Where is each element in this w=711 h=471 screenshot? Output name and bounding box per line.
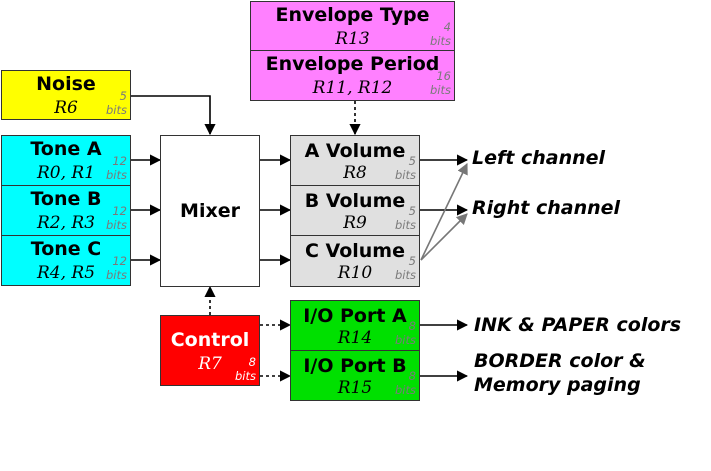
tone-c-name: Tone C	[30, 238, 102, 260]
mixer-name: Mixer	[180, 200, 240, 222]
tone-a-box: Tone A R0, R1 12 bits	[1, 135, 131, 186]
tone-a-bits-num: 12	[112, 154, 127, 168]
io-port-b-box: I/O Port B R15 8 bits	[290, 350, 420, 401]
noise-to-mixer-arrow	[131, 95, 216, 136]
io-port-b-bits-num: 8	[408, 369, 416, 383]
tone-c-box: Tone C R4, R5 12 bits	[1, 235, 131, 286]
border-color-label: BORDER color &	[474, 350, 646, 372]
envelope-period-box: Envelope Period R11, R12 16 bits	[250, 50, 455, 101]
control-name: Control	[170, 329, 250, 351]
mixer-box: Mixer	[160, 135, 260, 287]
tone-b-bits-unit: bits	[106, 218, 127, 232]
tone-b-bits-num: 12	[112, 204, 127, 218]
tone-c-bits-num: 12	[112, 254, 127, 268]
tone-b-name: Tone B	[30, 188, 102, 210]
envelope-type-box: Envelope Type R13 4 bits	[250, 1, 455, 51]
control-box: Control R7 8 bits	[160, 315, 260, 386]
envelope-period-name: Envelope Period	[265, 53, 440, 75]
tone-c-bits-unit: bits	[106, 268, 127, 282]
tone-a-bits-unit: bits	[106, 168, 127, 182]
tone-a-name: Tone A	[30, 138, 102, 160]
envelope-period-bits-num: 16	[436, 69, 451, 83]
io-port-b-bits-unit: bits	[395, 383, 416, 397]
control-bits-unit: bits	[235, 369, 256, 383]
volume-a-bits-num: 5	[408, 154, 416, 168]
envelope-period-bits-unit: bits	[430, 83, 451, 97]
envelope-type-name: Envelope Type	[275, 4, 430, 26]
volume-a-box: A Volume R8 5 bits	[290, 135, 420, 186]
volume-c-box: C Volume R10 5 bits	[290, 235, 420, 287]
volume-b-name: B Volume	[304, 190, 406, 212]
volume-a-name: A Volume	[304, 140, 406, 162]
volume-c-register: R10	[337, 263, 373, 283]
io-port-a-register: R14	[337, 328, 373, 348]
volume-b-register: R9	[343, 213, 367, 233]
io-port-b-register: R15	[337, 378, 373, 398]
ink-paper-colors-label: INK & PAPER colors	[474, 314, 682, 336]
noise-register: R6	[54, 98, 78, 118]
volume-c-to-left-arrow	[420, 162, 468, 261]
volume-b-bits-unit: bits	[395, 218, 416, 232]
volume-a-bits-unit: bits	[395, 168, 416, 182]
tone-c-register: R4, R5	[36, 263, 96, 283]
tone-b-register: R2, R3	[36, 213, 96, 233]
envelope-period-register: R11, R12	[312, 78, 393, 98]
noise-name: Noise	[36, 73, 96, 95]
volume-a-register: R8	[343, 163, 367, 183]
volume-c-name: C Volume	[304, 240, 405, 262]
volume-c-to-right-arrow	[420, 213, 468, 261]
io-port-a-box: I/O Port A R14 8 bits	[290, 300, 420, 351]
io-port-a-name: I/O Port A	[303, 305, 407, 327]
io-port-b-name: I/O Port B	[303, 355, 407, 377]
noise-bits-num: 5	[119, 89, 127, 103]
volume-b-bits-num: 5	[408, 204, 416, 218]
left-channel-label: Left channel	[472, 147, 606, 169]
noise-box: Noise R6 5 bits	[1, 70, 131, 120]
tone-b-box: Tone B R2, R3 12 bits	[1, 185, 131, 236]
right-channel-label: Right channel	[472, 197, 621, 219]
io-port-a-bits-unit: bits	[395, 333, 416, 347]
control-register: R7	[198, 354, 222, 374]
noise-bits-unit: bits	[106, 103, 127, 117]
envelope-type-register: R13	[335, 29, 370, 49]
volume-c-bits-num: 5	[408, 254, 416, 268]
tone-a-register: R0, R1	[36, 163, 96, 183]
memory-paging-label: Memory paging	[474, 374, 641, 396]
envelope-type-bits-unit: bits	[430, 34, 451, 48]
volume-b-box: B Volume R9 5 bits	[290, 185, 420, 236]
volume-c-bits-unit: bits	[395, 268, 416, 282]
control-bits-num: 8	[248, 355, 256, 369]
io-port-a-bits-num: 8	[408, 319, 416, 333]
envelope-type-bits-num: 4	[443, 20, 451, 34]
